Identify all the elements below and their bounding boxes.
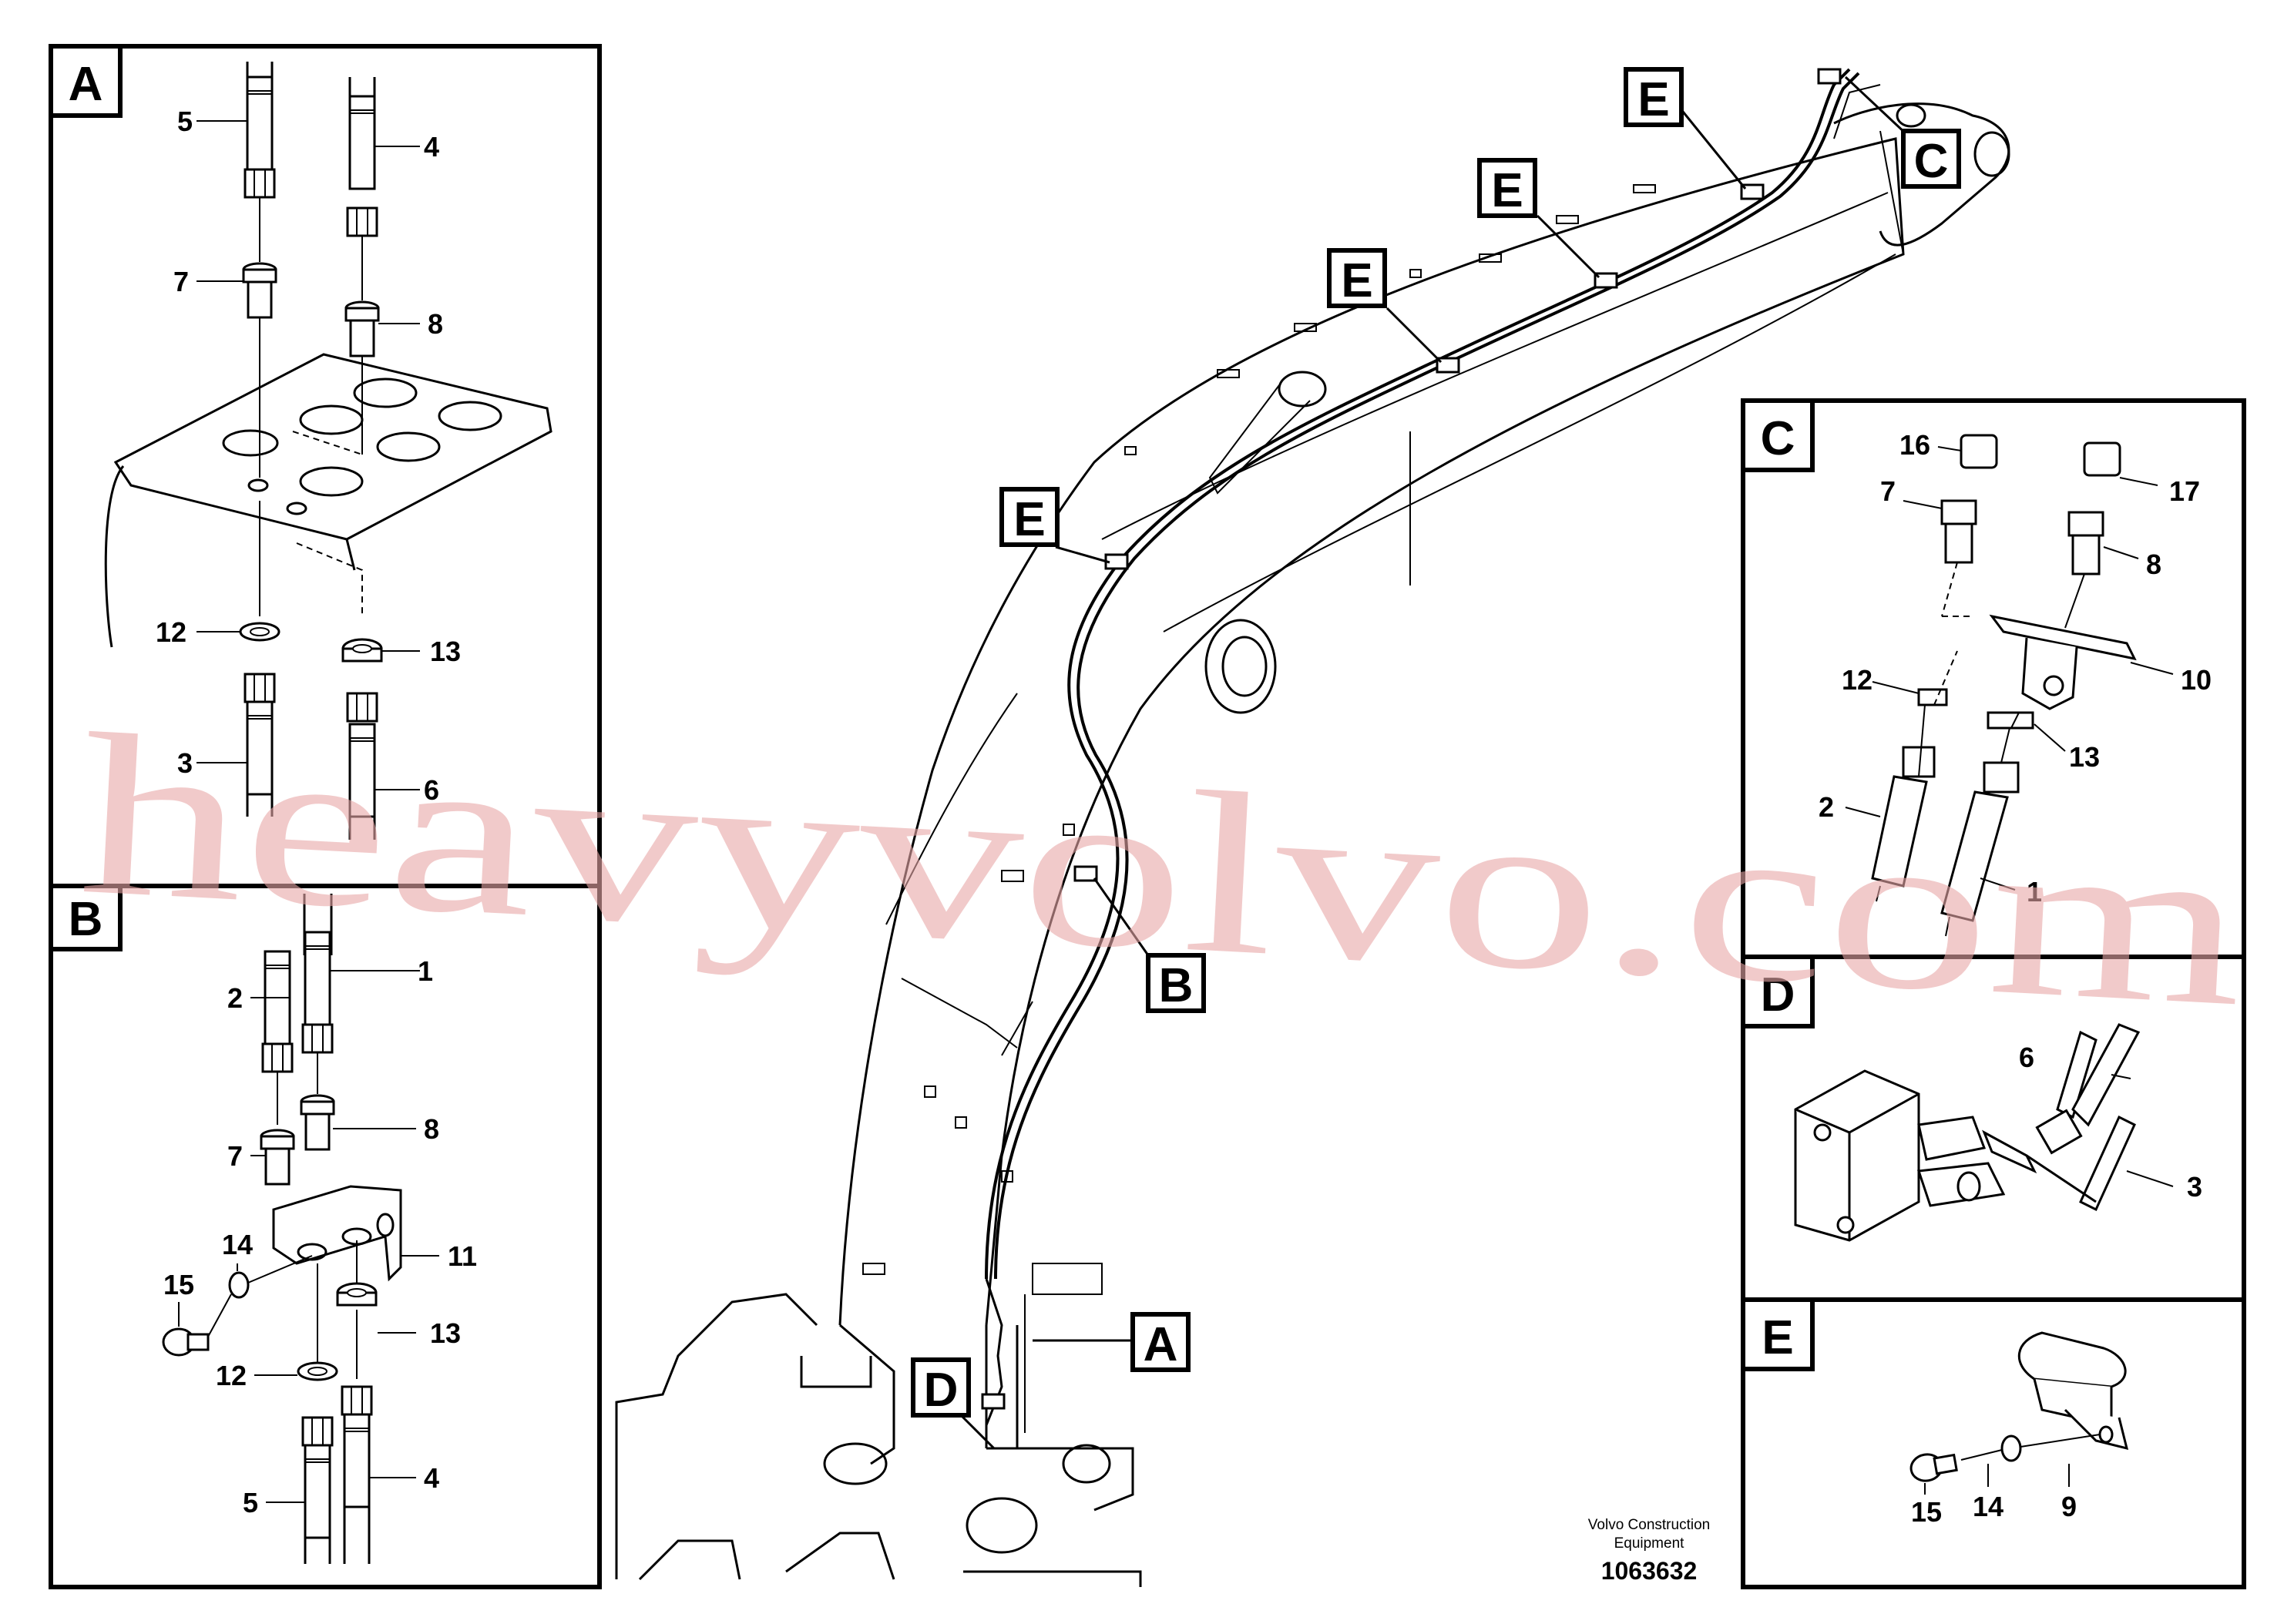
panel-c-tag: [1741, 398, 1815, 472]
panel-e-letter: E: [1762, 1311, 1793, 1364]
part-label: 15: [1911, 1496, 1942, 1528]
panel-e: E 15 14 9: [1741, 1297, 2246, 1589]
plate-bracket: [104, 465, 125, 648]
caption-company-2: Equipment: [1614, 1535, 1685, 1552]
panel-a-letter: A: [69, 58, 103, 111]
callout-box-b: [1146, 953, 1206, 1013]
part-label: 14: [1973, 1491, 2003, 1522]
part-label: 5: [243, 1487, 258, 1518]
boom-assembly: [615, 84, 2010, 1587]
part-label: 13: [430, 1317, 461, 1349]
panel-d-letter: D: [1761, 968, 1795, 1022]
callout-letter: E: [1341, 254, 1372, 307]
part-label: 6: [2019, 1042, 2034, 1073]
callout-box-e: [1477, 158, 1537, 218]
part-label: 6: [424, 774, 439, 806]
callouts: E E E E C B A D: [911, 67, 1961, 1450]
part-label: 8: [2146, 549, 2161, 580]
part-label: 13: [430, 636, 461, 667]
part-label: 16: [1899, 429, 1930, 461]
part-label: 13: [2069, 741, 2100, 773]
caption-block: Volvo Construction Equipment 1063632: [1588, 1517, 1710, 1585]
part-label: 7: [227, 1140, 243, 1172]
callout-box-c: [1901, 129, 1961, 189]
panel-d: D 6 3: [1741, 955, 2246, 1302]
panel-b: B 2: [49, 884, 602, 1589]
callout-box-e: [1327, 248, 1387, 308]
panel-b-frame: [49, 884, 602, 1589]
part-label: 10: [2181, 664, 2212, 696]
hose-clips: [981, 68, 1842, 1410]
part-label: 4: [424, 1462, 439, 1494]
panel-c-letter: C: [1761, 412, 1795, 465]
part-label: 9: [2061, 1491, 2077, 1522]
part-label: 3: [2187, 1171, 2202, 1203]
panel-c: C: [1741, 398, 2246, 959]
panel-b-letter: B: [69, 893, 103, 946]
part-label: 12: [156, 616, 186, 648]
panel-b-tag: [49, 884, 123, 951]
callout-box-e: [999, 487, 1060, 547]
callout-letter: E: [1491, 164, 1523, 217]
part-label: 12: [1842, 664, 1872, 696]
part-label: 1: [2027, 876, 2042, 908]
part-label: 5: [177, 106, 193, 137]
callout-letter: C: [1914, 135, 1949, 188]
callout-letter: A: [1144, 1318, 1178, 1371]
callout-letter: B: [1159, 959, 1194, 1012]
boom-nose: [1833, 102, 2010, 247]
panel-e-frame: [1741, 1297, 2246, 1589]
boom-outline: [838, 137, 1905, 1326]
part-label: 8: [424, 1113, 439, 1145]
part-label: 4: [424, 131, 439, 163]
part-label: 7: [173, 266, 189, 297]
boom-base: [615, 1293, 818, 1579]
callout-letter: E: [1013, 493, 1045, 546]
caption-company: Volvo Construction: [1588, 1517, 1710, 1533]
part-label: 2: [227, 982, 243, 1014]
bracket: [272, 1185, 402, 1282]
panel-a-tag: [49, 44, 123, 118]
part-label: 17: [2169, 475, 2200, 507]
part-label: 7: [1880, 475, 1896, 507]
part-label: 1: [418, 955, 433, 987]
panel-b-labels: 2 1 7 8 14 15 11 12 13 5 4: [163, 955, 477, 1518]
panel-c-labels: 16 17 7 8 12 10 13 2 1: [1819, 429, 2212, 908]
boom-pivot: [1204, 619, 1277, 714]
callout-letter: E: [1637, 73, 1669, 126]
panel-a-labels: 5 4 7 8 12 13 3 6: [156, 106, 461, 806]
callout-box-d: [911, 1357, 971, 1418]
callout-box-e: [1624, 67, 1684, 127]
mounting-plate: [113, 353, 553, 541]
drawing-number: 1063632: [1601, 1557, 1698, 1585]
callout-box-a: [1130, 1312, 1191, 1372]
part-label: 3: [177, 747, 193, 779]
callout-letter: D: [924, 1364, 959, 1417]
panel-e-tag: [1741, 1297, 1815, 1371]
part-label: 12: [216, 1360, 247, 1391]
part-label: 8: [428, 308, 443, 340]
part-label: 14: [222, 1229, 253, 1260]
panel-d-tag: [1741, 955, 1815, 1028]
part-label: 2: [1819, 791, 1834, 823]
part-label: 15: [163, 1269, 194, 1300]
part-label: 11: [448, 1240, 477, 1272]
